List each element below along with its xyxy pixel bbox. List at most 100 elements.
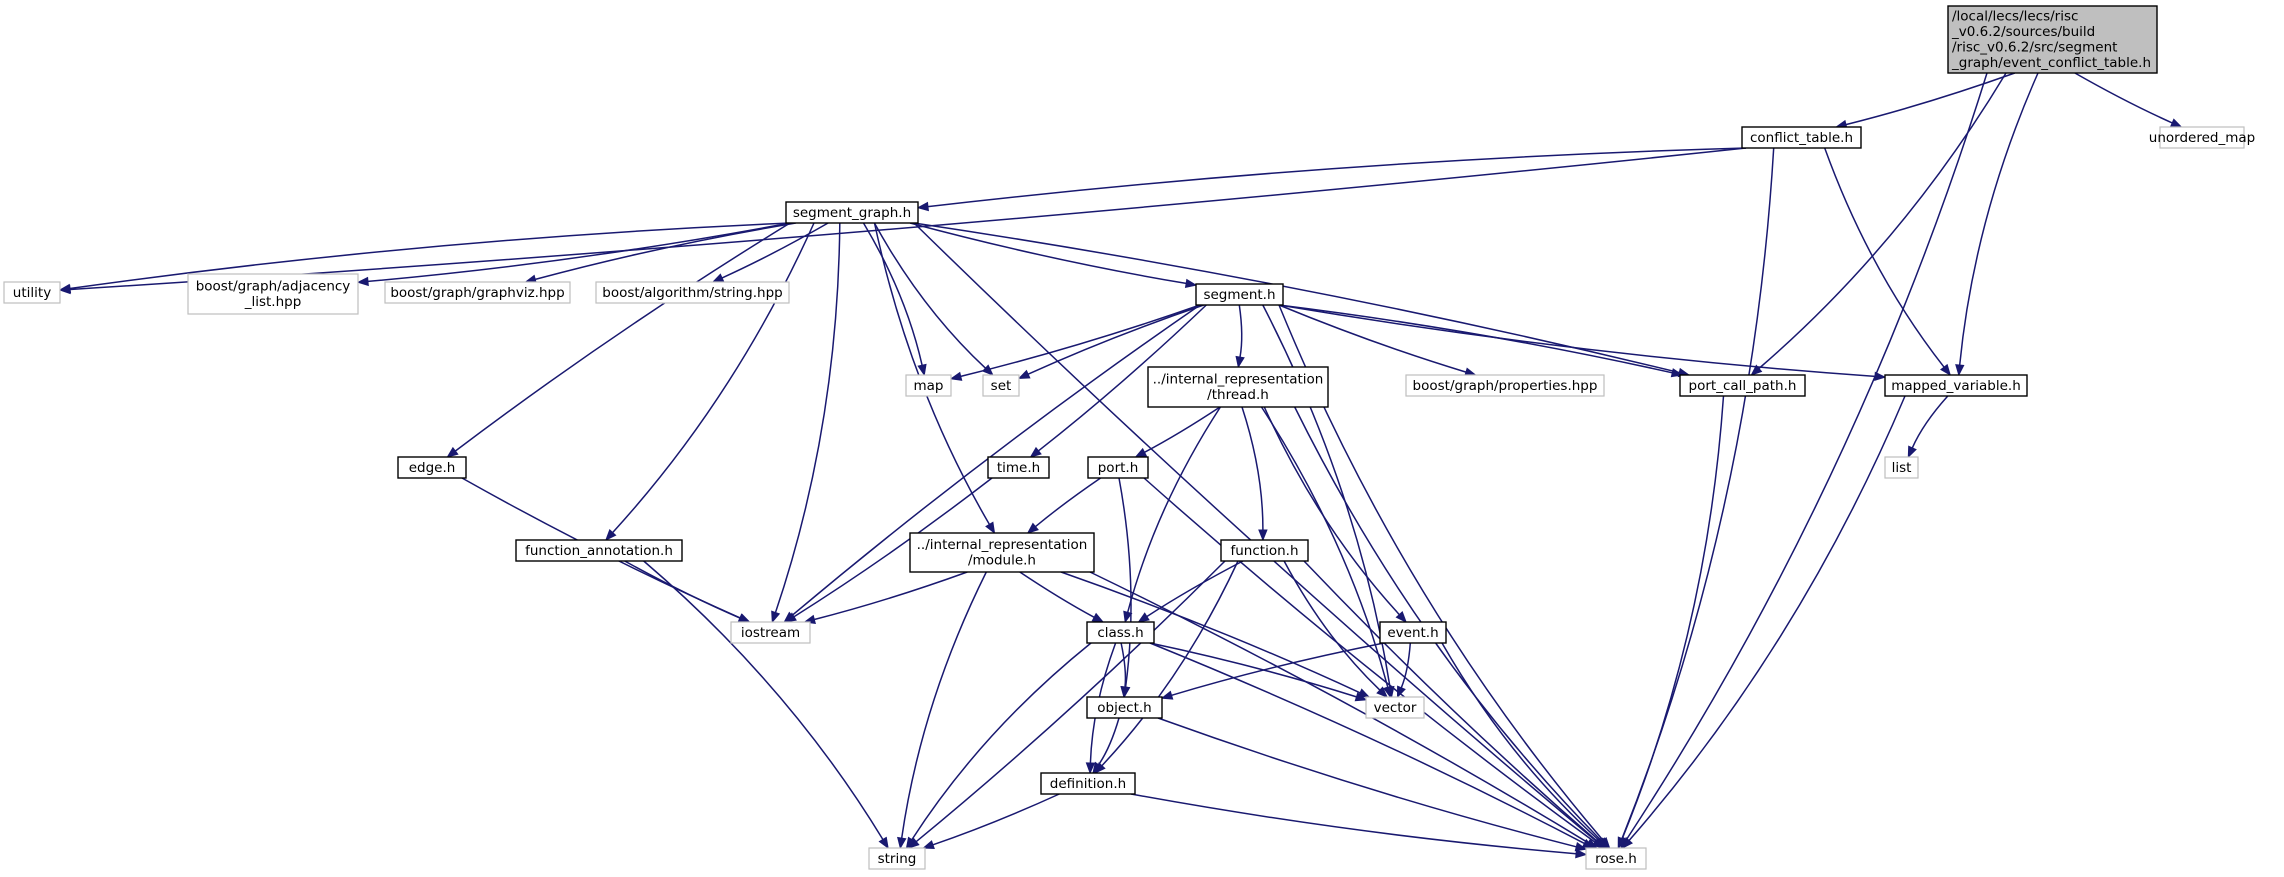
node-box <box>868 847 926 870</box>
arrowhead-module-to-vector <box>1357 688 1371 698</box>
node-segment[interactable]: segment.h <box>1195 283 1284 306</box>
arrowhead-segment_graph-to-module <box>985 521 996 535</box>
node-utility: utility <box>3 281 61 304</box>
node-label: boost/graph/properties.hpp <box>1413 378 1598 394</box>
edge-root-to-mapped_variable <box>1958 72 2039 366</box>
node-label: port_call_path.h <box>1689 378 1797 394</box>
node-graphviz: boost/graph/graphviz.hpp <box>384 281 571 304</box>
node-label: map <box>914 378 944 394</box>
arrowhead-thread-to-port <box>1134 447 1148 458</box>
node-box <box>1365 696 1425 719</box>
node-root[interactable]: /local/lecs/lecs/risc_v0.6.2/sources/bui… <box>1947 5 2158 74</box>
node-box <box>1040 772 1136 795</box>
node-adjacency-list: boost/graph/adjacency_list.hpp <box>187 273 359 315</box>
edge-segment_graph-to-map <box>862 222 923 366</box>
edge-thread-to-class <box>1126 406 1222 613</box>
node-properties: boost/graph/properties.hpp <box>1405 374 1605 397</box>
edge-root-to-rose <box>1625 72 1988 841</box>
node-label: ../internal_representation <box>917 537 1088 553</box>
node-box <box>3 281 61 304</box>
edge-segment-to-thread <box>1238 304 1243 358</box>
arrowhead-class-to-vector <box>1354 692 1368 702</box>
node-segment-graph[interactable]: segment_graph.h <box>785 201 919 224</box>
edge-conflict_table-to-utility <box>69 147 1747 291</box>
node-label: list <box>1892 460 1912 476</box>
node-list: list <box>1884 456 1919 479</box>
node-label: _list.hpp <box>244 294 302 310</box>
node-class[interactable]: class.h <box>1086 621 1155 644</box>
arrowhead-segment_graph-to-utility <box>58 283 72 294</box>
node-label: mapped_variable.h <box>1891 378 2021 394</box>
node-thread[interactable]: ../internal_representation/thread.h <box>1147 366 1329 408</box>
node-conflict-table[interactable]: conflict_table.h <box>1741 126 1862 149</box>
arrowhead-event-to-rose <box>1596 837 1609 849</box>
edge-conflict_table-to-mapped_variable <box>1823 147 1945 368</box>
node-definition[interactable]: definition.h <box>1040 772 1136 795</box>
edge-segment_graph-to-utility <box>69 222 791 290</box>
node-box <box>1585 847 1647 870</box>
node-port[interactable]: port.h <box>1087 456 1149 479</box>
node-box <box>1405 374 1605 397</box>
node-function-annotation[interactable]: function_annotation.h <box>515 539 683 562</box>
arrowhead-segment_graph-to-adjacency_list <box>356 276 369 287</box>
edge-class-to-rose <box>1149 642 1585 845</box>
node-box <box>1379 621 1447 644</box>
arrowhead-port-to-module <box>1026 522 1039 534</box>
node-port-call-path[interactable]: port_call_path.h <box>1679 374 1806 397</box>
edge-segment_graph-to-edge <box>454 222 791 452</box>
arrowhead-thread-to-vector <box>1383 685 1393 699</box>
arrowhead-segment-to-map <box>949 371 963 381</box>
edge-module-to-rose <box>1089 571 1589 844</box>
edge-definition-to-string <box>932 793 1060 846</box>
node-object[interactable]: object.h <box>1086 696 1163 719</box>
edge-thread-to-port <box>1144 406 1221 453</box>
node-box <box>1947 5 2158 74</box>
edge-segment-to-port_call_path <box>1278 304 1673 374</box>
arrowhead-segment-to-thread <box>1235 355 1245 369</box>
node-box <box>1884 456 1919 479</box>
node-label: rose.h <box>1595 851 1637 867</box>
node-module[interactable]: ../internal_representation/module.h <box>909 532 1095 573</box>
arrowhead-class-to-string <box>905 836 917 850</box>
edges-layer <box>58 72 2183 859</box>
edge-module-to-string <box>900 571 987 839</box>
edge-root-to-port_call_path <box>1758 72 2007 370</box>
edge-function-to-class <box>1146 560 1244 618</box>
arrowhead-object-to-definition <box>1092 761 1103 775</box>
node-function[interactable]: function.h <box>1220 539 1309 562</box>
arrowhead-class-to-object <box>1120 686 1130 699</box>
node-time[interactable]: time.h <box>987 456 1050 479</box>
edge-function-to-vector <box>1283 560 1381 691</box>
edge-thread-to-event <box>1263 406 1400 616</box>
arrowhead-thread-to-class <box>1123 610 1133 624</box>
arrowhead-class-to-definition <box>1085 762 1096 775</box>
node-label: port.h <box>1098 460 1139 476</box>
node-label: string <box>878 851 917 867</box>
node-label: ../internal_representation <box>1153 372 1324 388</box>
node-edge[interactable]: edge.h <box>397 456 467 479</box>
arrowhead-event-to-object <box>1160 690 1174 700</box>
node-vector: vector <box>1365 696 1425 719</box>
node-label: segment.h <box>1203 287 1275 303</box>
node-label: /risc_v0.6.2/src/segment <box>1952 40 2117 56</box>
edge-definition-to-rose <box>1130 793 1577 855</box>
edge-segment_graph-to-iostream <box>774 222 841 613</box>
edge-class-to-object <box>1120 642 1127 688</box>
edge-segment_graph-to-segment <box>909 222 1187 285</box>
node-rose: rose.h <box>1585 847 1647 870</box>
edge-module-to-iostream <box>814 571 968 621</box>
edge-segment-to-properties <box>1278 304 1467 373</box>
edge-port_call_path-to-rose <box>1621 395 1725 839</box>
node-label: boost/graph/adjacency <box>196 279 351 295</box>
node-box <box>905 374 952 397</box>
node-box <box>1741 126 1862 149</box>
edge-conflict_table-to-segment_graph <box>927 147 1747 208</box>
arrowhead-conflict_table-to-segment_graph <box>916 201 929 212</box>
node-label: function.h <box>1231 543 1299 559</box>
node-box <box>1086 621 1155 644</box>
edge-segment_graph-to-set <box>873 222 987 369</box>
node-unordered-map: unordered_map <box>2149 126 2255 149</box>
node-mapped-variable[interactable]: mapped_variable.h <box>1884 374 2028 397</box>
node-event[interactable]: event.h <box>1379 621 1447 644</box>
